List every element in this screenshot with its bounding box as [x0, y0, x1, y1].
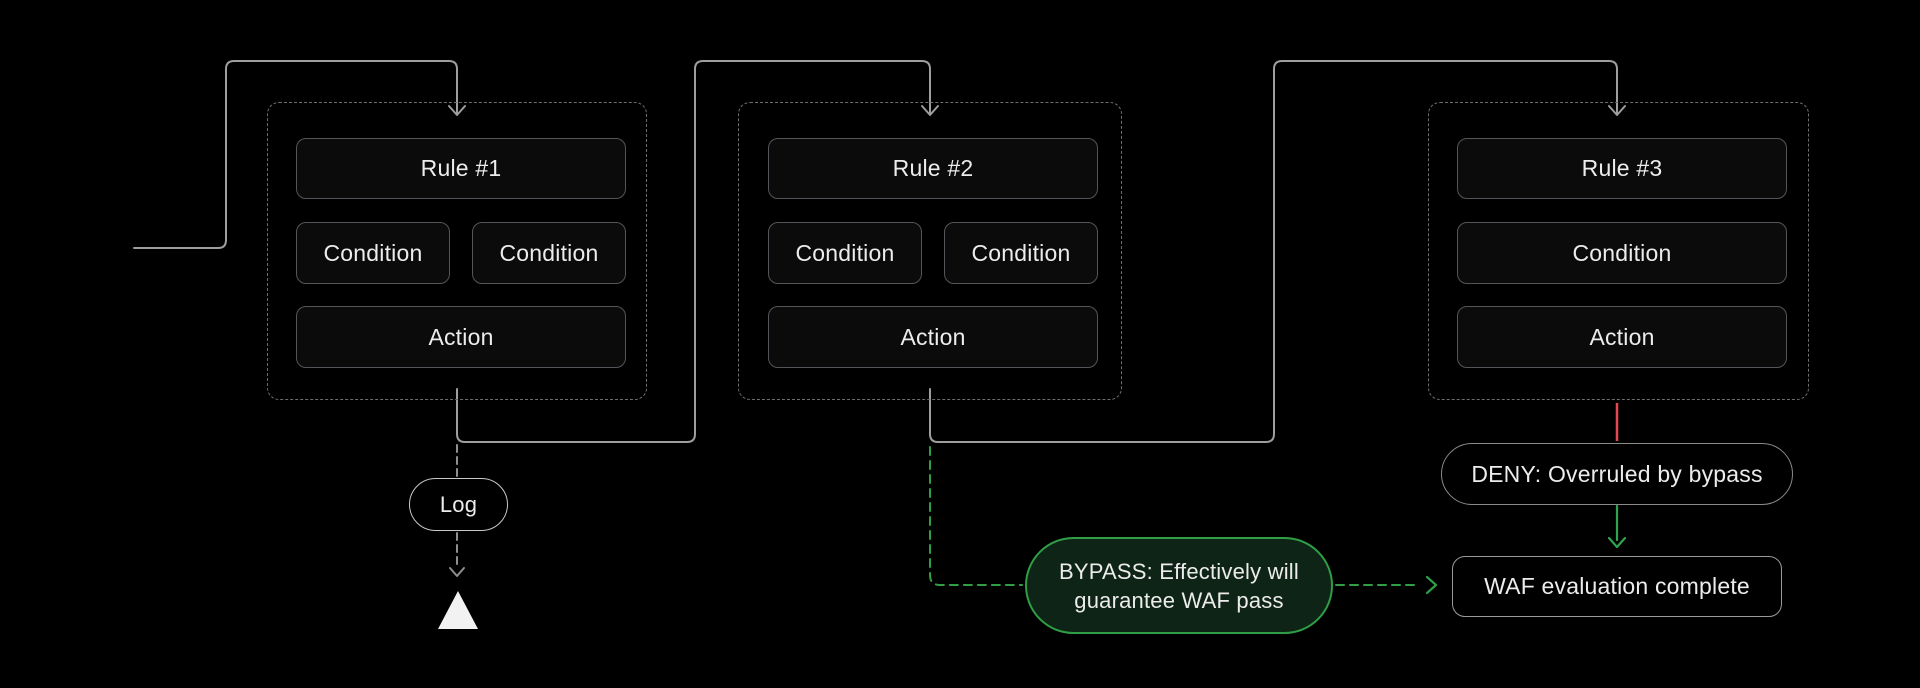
rule-1-condition-1-label: Condition — [323, 239, 423, 266]
rule-3-condition-label: Condition — [1572, 239, 1672, 266]
rule-3-label: Rule #3 — [1581, 155, 1663, 181]
connector-rule1-to-rule2 — [456, 60, 931, 443]
rule-2-action-box: Action — [768, 306, 1098, 368]
bypass-node: BYPASS: Effectively will guarantee WAF p… — [1025, 537, 1333, 634]
rule-2-label: Rule #2 — [892, 155, 974, 181]
rule-1-condition-1-box: Condition — [296, 222, 450, 284]
rule-3-action-label: Action — [1589, 323, 1655, 350]
connector-rule2-to-bypass — [929, 446, 1023, 586]
bypass-label-line2: guarantee WAF pass — [1074, 587, 1284, 613]
log-node: Log — [409, 478, 508, 531]
log-label: Log — [439, 491, 478, 517]
rule-2-condition-1-label: Condition — [795, 239, 895, 266]
rule-1-action-box: Action — [296, 306, 626, 368]
arrowhead-rule2-entry-icon — [921, 105, 939, 116]
connector-entry-to-rule1 — [133, 60, 458, 249]
rule-group-3: Rule #3 Condition Action — [1428, 102, 1809, 400]
rule-2-action-label: Action — [900, 323, 966, 350]
rule-2-condition-2-box: Condition — [944, 222, 1098, 284]
connector-rule2-to-rule3 — [929, 60, 1618, 443]
arrowhead-rule3-entry-icon — [1608, 105, 1626, 116]
bypass-label-line1: BYPASS: Effectively will — [1059, 558, 1299, 584]
deny-label: DENY: Overruled by bypass — [1471, 460, 1763, 487]
rule-3-condition-box: Condition — [1457, 222, 1787, 284]
rule-1-condition-2-box: Condition — [472, 222, 626, 284]
arrowhead-bypass-to-waf-icon — [1425, 575, 1438, 595]
rule-group-2: Rule #2 Condition Condition Action — [738, 102, 1122, 400]
waf-complete-label: WAF evaluation complete — [1484, 573, 1750, 599]
arrowhead-deny-to-waf-icon — [1607, 536, 1627, 549]
arrowhead-rule1-entry-icon — [448, 105, 466, 116]
rule-group-1: Rule #1 Condition Condition Action — [267, 102, 647, 400]
flow-end-triangle-icon — [438, 591, 478, 629]
rule-1-label: Rule #1 — [420, 155, 502, 181]
arrowhead-log-exit-icon — [449, 567, 465, 577]
rule-3-action-box: Action — [1457, 306, 1787, 368]
rule-1-box: Rule #1 — [296, 138, 626, 199]
rule-3-box: Rule #3 — [1457, 138, 1787, 199]
rule-2-box: Rule #2 — [768, 138, 1098, 199]
rule-2-condition-1-box: Condition — [768, 222, 922, 284]
rule-1-action-label: Action — [428, 323, 494, 350]
deny-node: DENY: Overruled by bypass — [1441, 443, 1793, 505]
rule-2-condition-2-label: Condition — [971, 239, 1071, 266]
rule-1-condition-2-label: Condition — [499, 239, 599, 266]
waf-complete-node: WAF evaluation complete — [1452, 556, 1782, 617]
